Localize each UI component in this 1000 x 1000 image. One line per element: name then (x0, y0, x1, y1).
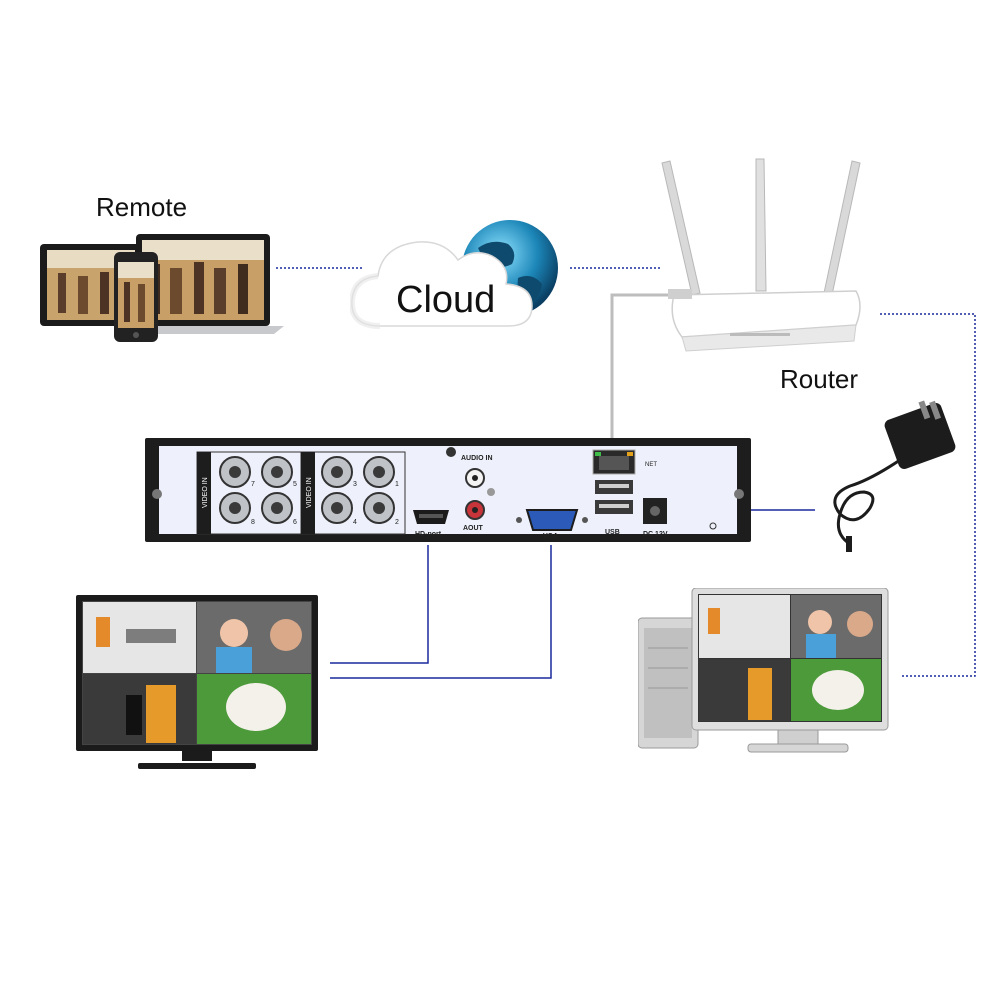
tv-monitor-icon (76, 595, 318, 769)
port-number: 8 (251, 519, 255, 526)
bnc-connector[interactable] (363, 456, 395, 488)
audio-in-label: AUDIO IN (461, 455, 493, 462)
hd-port-label: HD-port (415, 531, 442, 538)
remote-label: Remote (96, 192, 188, 222)
usb-label: USB (605, 529, 620, 536)
bnc-connector[interactable] (219, 456, 251, 488)
desktop-computer-icon (638, 588, 889, 753)
phone-icon (114, 252, 158, 342)
dvr-rear-panel: VIDEO IN VIDEO IN 7 5 8 6 3 1 4 2 HD-por… (145, 438, 751, 542)
bnc-connector[interactable] (321, 492, 353, 524)
audio-out-jack[interactable] (465, 500, 485, 520)
port-number: 4 (353, 519, 357, 526)
vga-port[interactable] (516, 509, 588, 531)
cloud-label: Cloud (396, 279, 495, 321)
port-number: 6 (293, 519, 297, 526)
remote-devices (40, 234, 284, 342)
router-icon (661, 158, 861, 352)
bnc-connector[interactable] (261, 492, 293, 524)
video-in-label-b: VIDEO IN (306, 477, 313, 508)
video-in-label-a: VIDEO IN (202, 477, 209, 508)
dc-label: DC 12V (643, 531, 668, 538)
port-number: 5 (293, 481, 297, 488)
bnc-connector[interactable] (321, 456, 353, 488)
dc-power-jack[interactable] (643, 498, 667, 524)
port-number: 2 (395, 519, 399, 526)
vga-label: VGA (543, 533, 558, 540)
hdmi-port[interactable] (413, 510, 449, 524)
cloud-icon: Cloud (350, 220, 558, 329)
router-label: Router (780, 364, 859, 394)
bnc-connector[interactable] (363, 492, 395, 524)
power-adapter-icon (833, 400, 956, 552)
bnc-connector[interactable] (261, 456, 293, 488)
audio-in-jack[interactable] (465, 468, 485, 488)
port-number: 3 (353, 481, 357, 488)
port-number: 7 (251, 481, 255, 488)
usb-port[interactable] (595, 480, 633, 494)
laptop-icon (128, 234, 284, 334)
computer-tower-icon (638, 617, 699, 749)
ethernet-port[interactable] (592, 449, 636, 475)
net-label: NET (645, 462, 657, 468)
usb-port[interactable] (595, 500, 633, 514)
port-number: 1 (395, 481, 399, 488)
bnc-connector[interactable] (219, 492, 251, 524)
aout-label: AOUT (463, 525, 484, 532)
